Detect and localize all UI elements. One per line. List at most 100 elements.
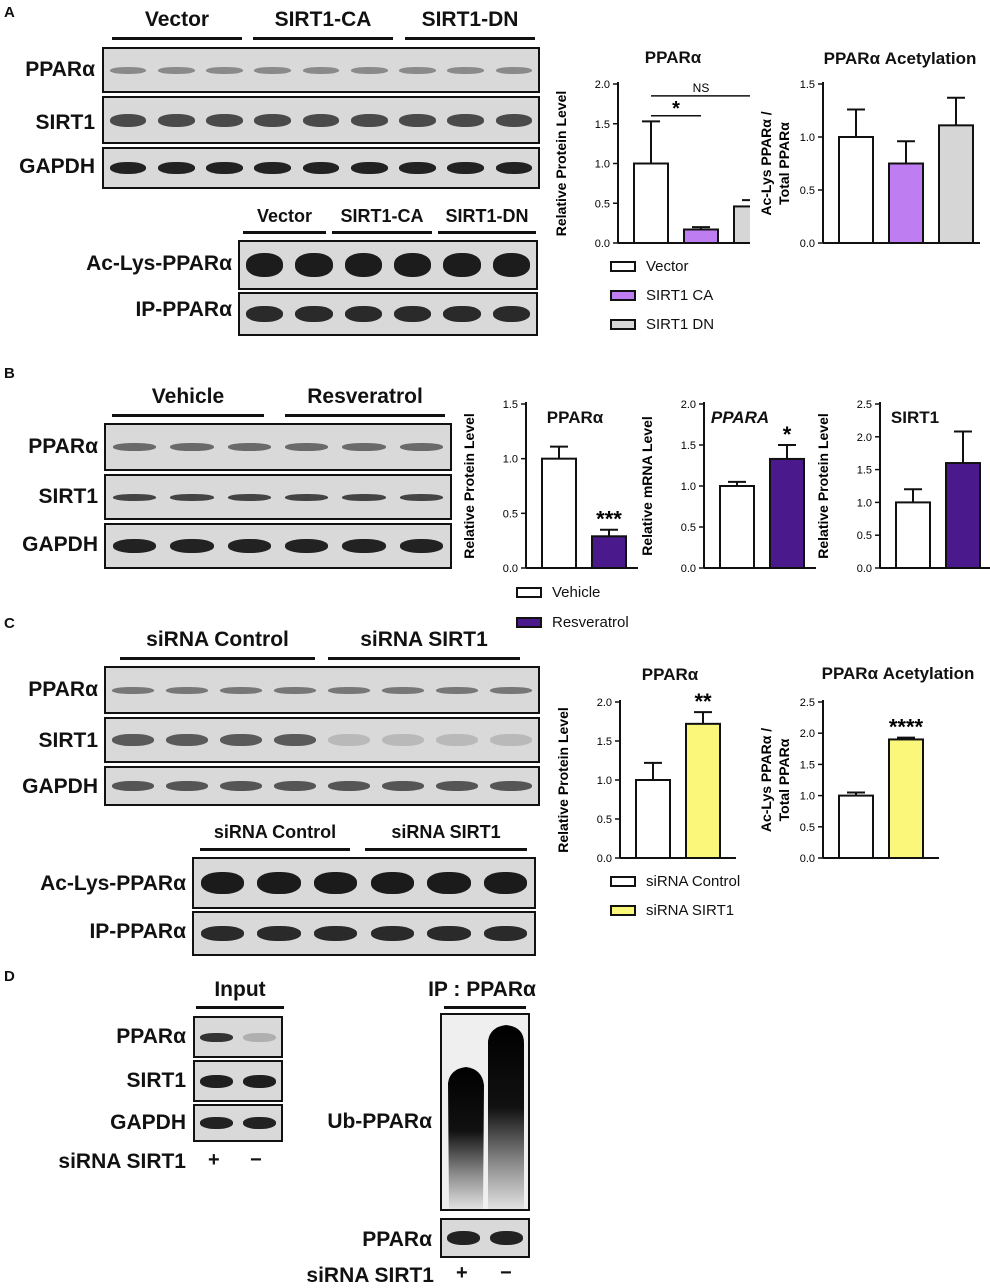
y-tick-label: 1.0 [800, 132, 815, 144]
bar [888, 738, 924, 859]
blot-band [495, 66, 533, 74]
blot-band [200, 1032, 233, 1042]
panel-label-c: C [4, 615, 15, 632]
blot-band [200, 1074, 233, 1088]
row-label-ac-lys-ppara: Ac-Lys-PPARα [86, 252, 232, 275]
row-label-ub-ppara: Ub-PPARα [327, 1110, 432, 1133]
blot-band [227, 443, 272, 451]
legend-item-sirna-control: siRNA Control [610, 873, 740, 890]
blot-band [112, 539, 157, 553]
group-label-sirt1-dn: SIRT1-DN [445, 206, 529, 226]
y-tick-label: 0.0 [800, 853, 815, 865]
blot-band [490, 1231, 523, 1245]
bar [635, 779, 671, 859]
blot-band [295, 253, 333, 277]
y-tick-label: 0.5 [800, 185, 815, 197]
y-tick-label: 0.5 [800, 822, 815, 834]
y-tick-label: 0.0 [595, 238, 610, 250]
significance-label: NS [693, 81, 710, 95]
blot-band [328, 686, 370, 694]
group-label-vehicle: Vehicle [151, 385, 225, 408]
bar [769, 457, 805, 569]
blot-band [109, 162, 147, 174]
blot-band [443, 253, 481, 277]
y-tick-label: 2.5 [800, 697, 815, 709]
blot-band [443, 306, 481, 322]
y-axis-label: Total PPARα [776, 122, 792, 205]
western-blot-ac-lys-ppara [238, 240, 538, 290]
blot-band [382, 734, 424, 746]
y-tick-label: 2.5 [857, 399, 872, 411]
group-underline [328, 657, 520, 660]
blot-band [427, 926, 471, 941]
y-tick-label: 0.0 [597, 853, 612, 865]
blot-band [490, 781, 532, 791]
blot-band [254, 162, 292, 174]
western-blot-sirt1 [104, 717, 540, 763]
y-tick-label: 0.5 [595, 198, 610, 210]
blot-band [492, 253, 531, 277]
group-label-vector: Vector [144, 8, 210, 31]
blot-band [257, 872, 301, 894]
blot-band [220, 686, 262, 694]
western-blot-sirt1 [104, 474, 452, 520]
blot-band [245, 306, 284, 322]
blot-band [274, 686, 316, 694]
blot-band [328, 734, 370, 746]
blot-band [370, 872, 414, 894]
sirna-sirt1-label: siRNA SIRT1 [306, 1264, 434, 1287]
y-axis-label: Relative mRNA Level [639, 416, 655, 556]
blot-band [399, 539, 444, 553]
legend-swatch [610, 261, 636, 272]
blot-band [284, 443, 329, 451]
chart-c2: Ac-Lys PPARα /Total PPARα0.00.51.01.52.0… [758, 697, 939, 865]
blot-band [399, 443, 444, 451]
row-label-gapdh: GAPDH [110, 1111, 186, 1134]
y-axis-label: Ac-Lys PPARα / [758, 728, 774, 832]
y-tick-label: 1.0 [503, 454, 518, 466]
blot-band [399, 113, 436, 127]
blot-band [342, 443, 386, 451]
group-label-vector: Vector [256, 206, 313, 226]
group-label-sirt1-dn: SIRT1-DN [421, 8, 519, 31]
chart-title: PPARα [644, 48, 702, 67]
blot-band [200, 926, 244, 941]
chart-title: PPARα Acetylation [823, 49, 977, 68]
chart-title: PPARA [710, 408, 770, 427]
western-blot-ppara [440, 1218, 530, 1258]
blot-band [170, 443, 214, 451]
western-blot-gapdh [193, 1104, 283, 1142]
bar [719, 485, 755, 569]
bar [888, 162, 924, 244]
western-blot-ppara [193, 1016, 283, 1058]
y-axis-label: Relative Protein Level [461, 413, 477, 559]
blot-band [370, 926, 414, 941]
blot-band [427, 872, 471, 894]
y-tick-label: 0.0 [800, 238, 815, 250]
blot-band [227, 539, 272, 553]
blot-band [220, 734, 262, 746]
blot-band [254, 66, 292, 74]
input-title: Input [214, 978, 266, 1001]
minus-sign: − [500, 1262, 512, 1284]
y-tick-label: 2.0 [857, 432, 872, 444]
group-label-sirt1-ca: SIRT1-CA [274, 8, 372, 31]
legend-swatch [610, 905, 636, 916]
y-tick-label: 1.5 [800, 759, 815, 771]
legend-item-vector: Vector [610, 258, 689, 275]
blot-band [436, 686, 478, 694]
blot-band [112, 443, 157, 451]
chart-title: PPARα Acetylation [821, 664, 975, 683]
significance-label: * [672, 98, 680, 120]
bar [683, 228, 719, 245]
row-label-ppara: PPARα [28, 435, 98, 458]
group-underline [112, 414, 264, 417]
y-tick-label: 2.0 [595, 79, 610, 91]
blot-band [393, 253, 432, 277]
group-underline [253, 37, 393, 40]
blot-band [158, 113, 195, 127]
y-axis-label: Relative Protein Level [555, 707, 571, 853]
